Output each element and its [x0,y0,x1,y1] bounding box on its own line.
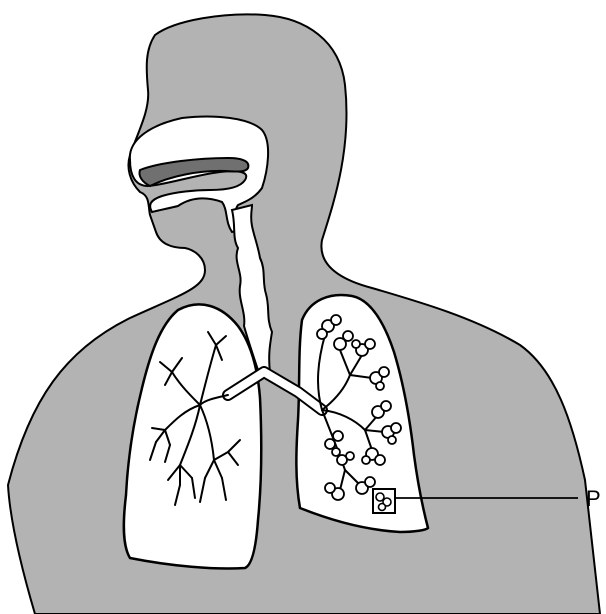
label-p: P [586,486,601,511]
